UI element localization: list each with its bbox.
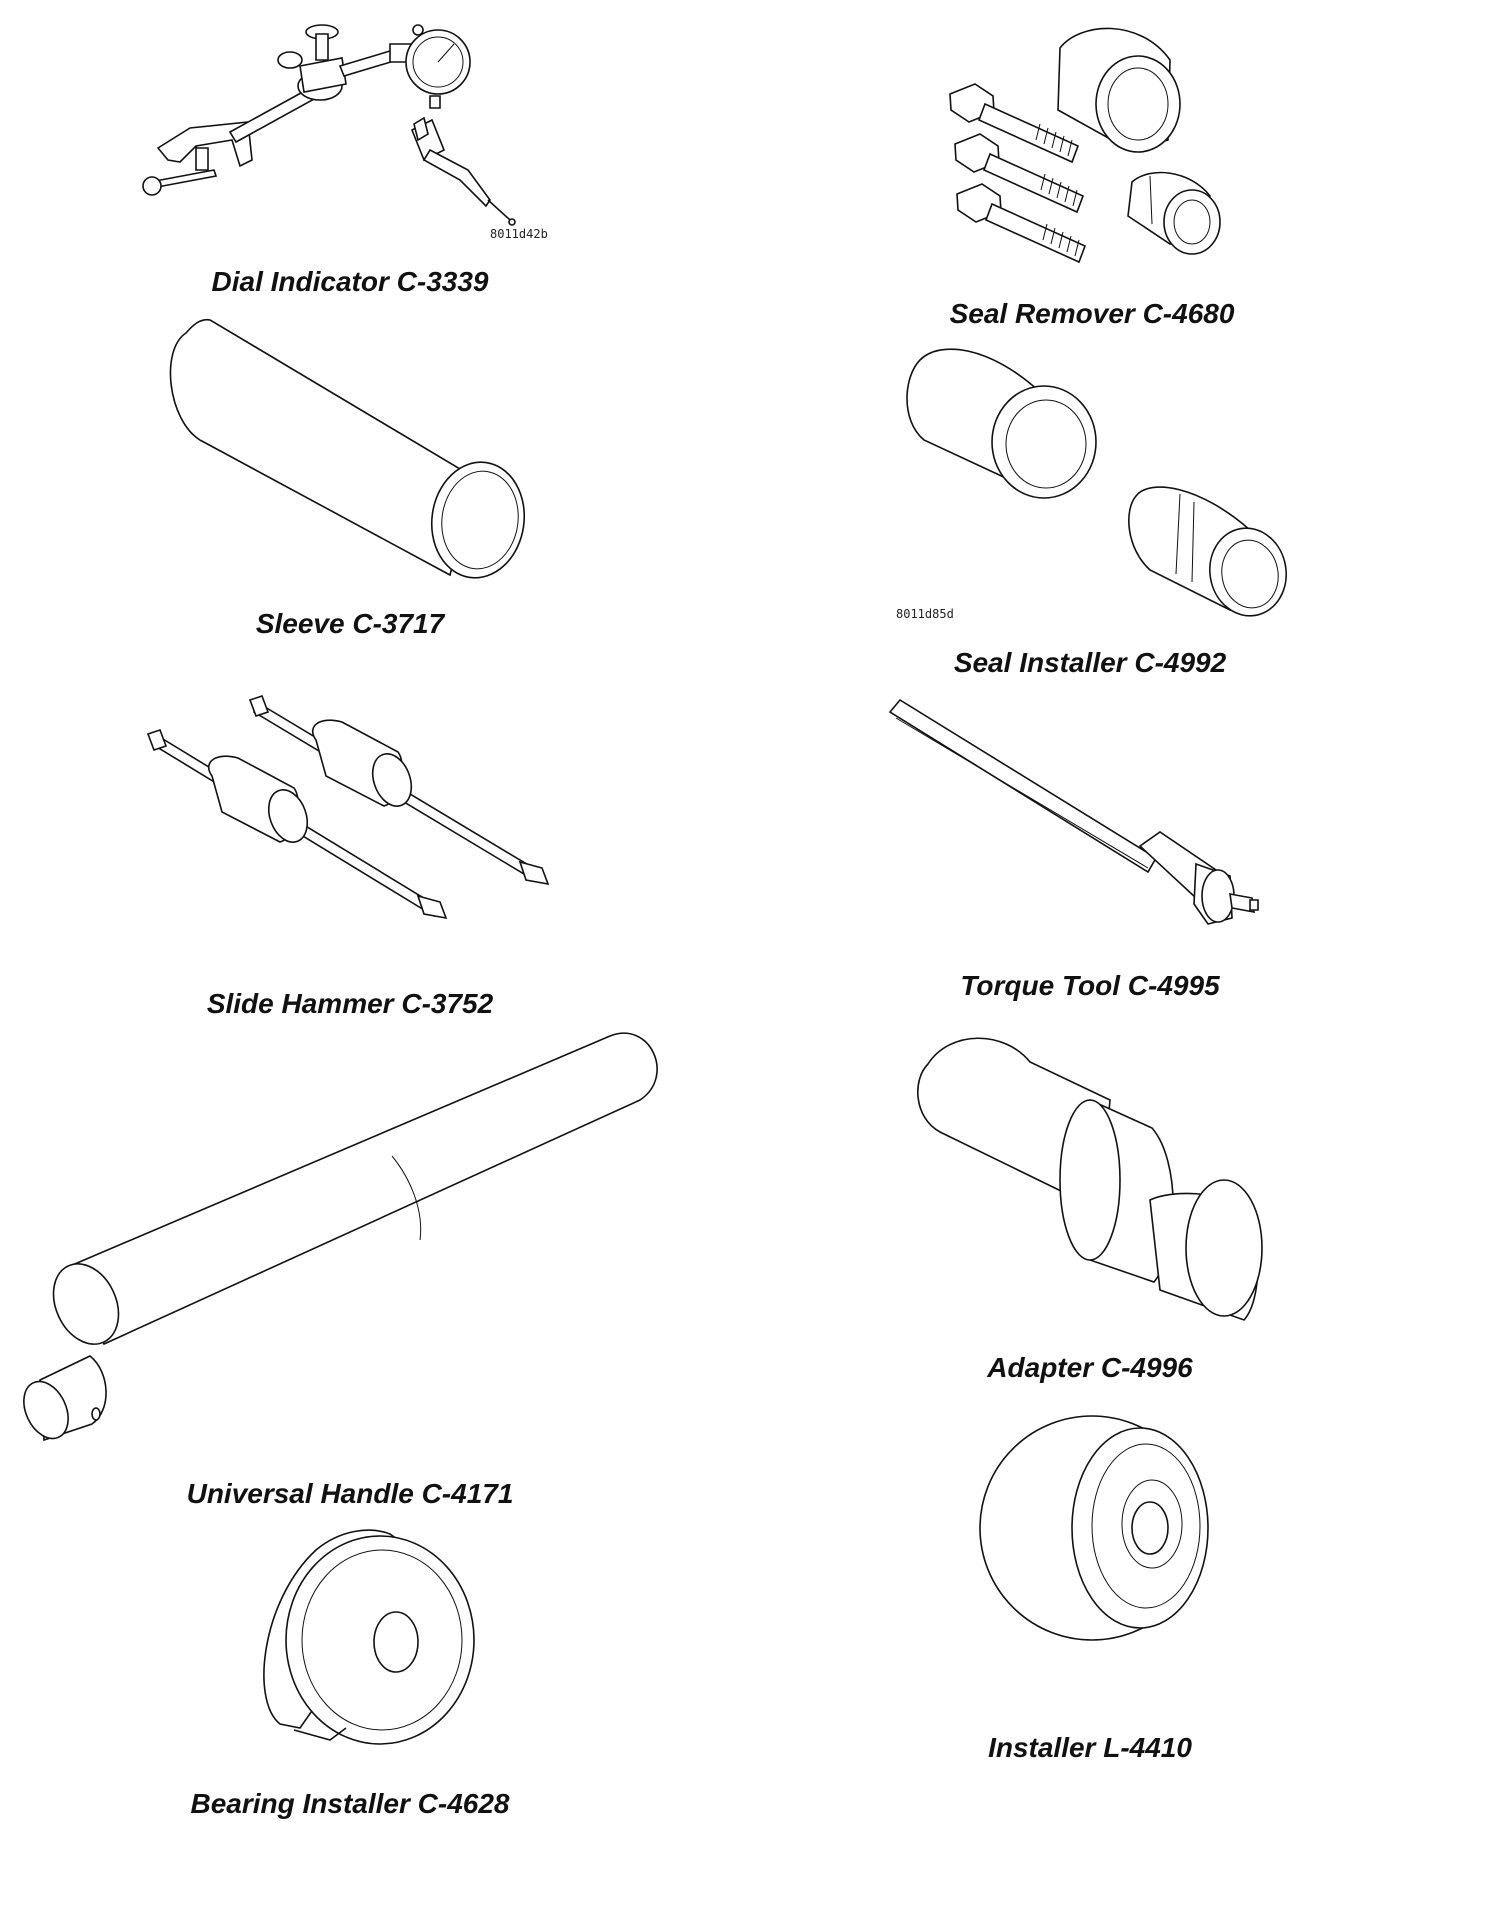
torque-tool-drawing bbox=[890, 700, 1258, 924]
dial-indicator-drawing bbox=[143, 25, 515, 225]
sleeve-drawing bbox=[170, 320, 531, 584]
seal-remover-drawing bbox=[950, 28, 1220, 262]
label-bearing-installer: Bearing Installer C-4628 bbox=[190, 1788, 510, 1819]
slide-hammer-drawing bbox=[148, 696, 548, 918]
label-dial-indicator: Dial Indicator C-3339 bbox=[211, 266, 489, 297]
label-seal-remover: Seal Remover C-4680 bbox=[949, 298, 1235, 329]
figure-code-dial-indicator: 8011d42b bbox=[490, 227, 548, 241]
label-seal-installer: Seal Installer C-4992 bbox=[953, 647, 1227, 678]
bearing-installer-drawing bbox=[264, 1530, 474, 1744]
installer-drawing bbox=[980, 1416, 1208, 1640]
label-slide-hammer: Slide Hammer C-3752 bbox=[206, 988, 494, 1019]
seal-installer-drawing bbox=[907, 349, 1293, 622]
label-installer: Installer L-4410 bbox=[988, 1732, 1192, 1763]
adapter-drawing bbox=[918, 1038, 1262, 1320]
label-adapter: Adapter C-4996 bbox=[987, 1352, 1193, 1383]
figure-code-seal-installer: 8011d85d bbox=[896, 607, 954, 621]
label-sleeve: Sleeve C-3717 bbox=[255, 608, 445, 639]
universal-handle-drawing bbox=[15, 1033, 657, 1445]
label-universal-handle: Universal Handle C-4171 bbox=[186, 1478, 514, 1509]
label-torque-tool: Torque Tool C-4995 bbox=[960, 970, 1220, 1001]
